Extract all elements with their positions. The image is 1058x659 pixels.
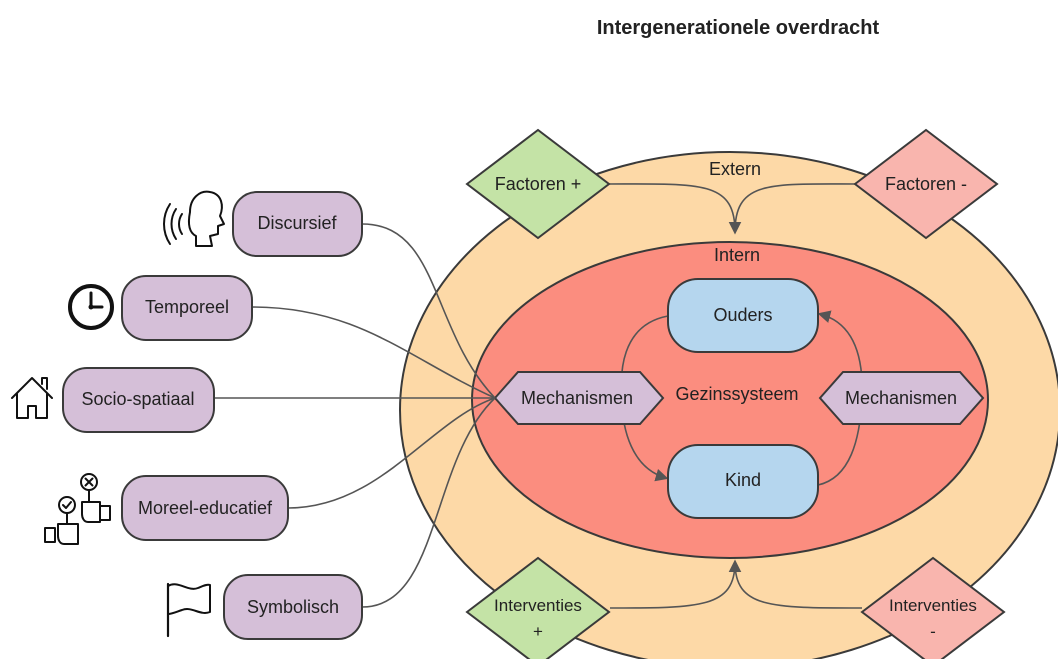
connector-temporeel <box>251 306 496 399</box>
intern-label: Intern <box>714 245 760 265</box>
mechanism-left-node[interactable] <box>493 371 665 425</box>
connector-discursief <box>361 223 496 399</box>
kind-label: Kind <box>725 470 761 490</box>
mechanism-right-label: Mechanismen <box>845 388 957 408</box>
intervention-negative-node[interactable] <box>860 556 1006 659</box>
category-symbolisch-box[interactable] <box>223 574 363 640</box>
speaking-head-icon <box>163 190 225 247</box>
extern-label: Extern <box>709 159 761 179</box>
category-discursief-box[interactable] <box>232 191 363 257</box>
ouders-node[interactable] <box>667 278 819 353</box>
ouders-label: Ouders <box>713 305 772 325</box>
category-symbolisch-label: Symbolisch <box>247 597 339 617</box>
intervention-positive-node[interactable] <box>465 556 611 659</box>
category-discursief[interactable]: Discursief <box>232 191 363 257</box>
connector-symbolisch <box>361 397 496 608</box>
factor-negative-label: Factoren - <box>885 174 967 194</box>
factor-positive-node[interactable] <box>465 128 611 240</box>
category-temporeel-box[interactable] <box>121 275 253 341</box>
factor-positive-arrow <box>605 183 742 235</box>
category-symbolisch[interactable]: Symbolisch <box>223 574 363 640</box>
diagram-title: Intergenerationele overdracht <box>597 17 880 39</box>
category-socio-spatiaal-label: Socio-spatiaal <box>81 389 194 409</box>
intervention-positive-arrow <box>609 559 742 609</box>
intern-region <box>471 241 989 559</box>
flag-icon <box>166 582 211 638</box>
category-temporeel-label: Temporeel <box>145 297 229 317</box>
category-moreel-educatief[interactable]: Moreel-educatief <box>121 475 289 541</box>
intervention-negative-label-line1: Interventies <box>889 596 977 615</box>
category-discursief-label: Discursief <box>257 213 337 233</box>
factor-negative-arrow <box>734 183 859 233</box>
category-moreel-educatief-label: Moreel-educatief <box>138 498 273 518</box>
mechanism-right-node[interactable] <box>818 371 985 425</box>
category-temporeel[interactable]: Temporeel <box>121 275 253 341</box>
intervention-negative-label-line2: - <box>930 622 936 641</box>
category-socio-spatiaal-box[interactable] <box>62 367 215 433</box>
intervention-positive-label-line2: + <box>533 622 543 641</box>
mechanism-left-label: Mechanismen <box>521 388 633 408</box>
clock-icon <box>68 284 114 330</box>
factor-positive-label: Factoren + <box>495 174 582 194</box>
kind-node[interactable] <box>667 444 819 519</box>
house-icon <box>11 377 53 419</box>
intervention-positive-label-line1: Interventies <box>494 596 582 615</box>
connector-moreel-educatief <box>287 397 496 509</box>
category-socio-spatiaal[interactable]: Socio-spatiaal <box>62 367 215 433</box>
category-moreel-educatief-box[interactable] <box>121 475 289 541</box>
intervention-negative-arrow <box>734 561 863 609</box>
factor-negative-node[interactable] <box>853 128 999 240</box>
gezinssysteem-label: Gezinssysteem <box>675 384 798 404</box>
moral-hands-icon <box>44 473 111 545</box>
